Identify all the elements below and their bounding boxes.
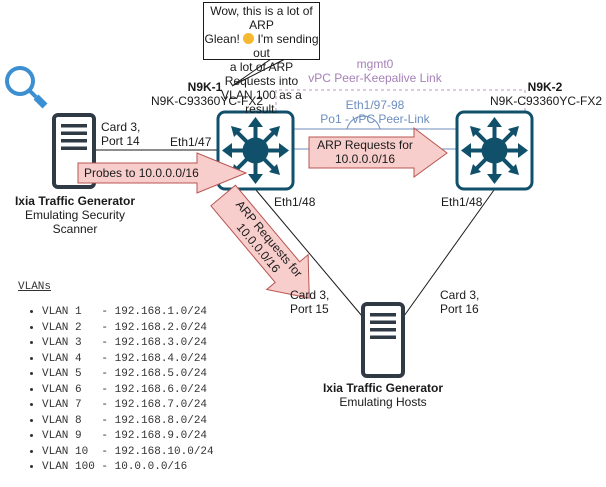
scanner-sub2: Scanner [52,222,98,236]
callout-bubble: Wow, this is a lot of ARP Glean! I'm sen… [203,2,320,116]
hosts-port15-line2: Port 15 [290,302,329,316]
peer-link-label-line2: Po1 - vPC Peer-Link [320,112,430,126]
hosts-sub: Emulating Hosts [339,395,427,409]
callout-line3: a lot of ARP Requests into [224,60,299,88]
switch-n9k2-icon[interactable] [455,110,534,191]
arp-peer-arrow [308,126,448,178]
vlan-item: VLAN 3 - 192.168.3.0/24 [42,336,214,352]
vlan-item: VLAN 6 - 192.168.6.0/24 [42,383,214,399]
link-n9k1-hosts [255,189,363,317]
peer-link-label-line1: Eth1/97-98 [345,98,405,112]
vlan-list-title: VLANs [18,281,52,293]
probes-arrow [77,152,248,194]
callout-line2-post: I'm sending out [253,32,319,60]
callout-line1: Wow, this is a lot of ARP [210,4,313,32]
keepalive-label-line1: mgmt0 [356,57,394,71]
vlan-item: VLAN 8 - 192.168.8.0/24 [42,414,214,430]
n9k2-name: N9K-2 [527,80,563,94]
callout-tail [231,58,286,87]
n9k1-name: N9K-1 [187,80,223,94]
n9k2-downlink-port: Eth1/48 [441,195,483,209]
scanner-sub1: Emulating Security [24,208,126,222]
vlan-item: VLAN 9 - 192.168.9.0/24 [42,429,214,445]
vlan-item: VLAN 7 - 192.168.7.0/24 [42,398,214,414]
vlan-list: VLANs VLAN 1 - 192.168.1.0/24 VLAN 2 - 1… [18,281,214,476]
vlan-item: VLAN 4 - 192.168.4.0/24 [42,352,214,368]
probes-arrow-label: Probes to 10.0.0.0/16 [84,166,199,180]
keepalive-label-line2: vPC Peer-Keepalive Link [308,71,442,85]
n9k2-model: N9K-C93360YC-FX2 [489,94,603,108]
hosts-title: Ixia Traffic Generator [322,381,444,395]
link-n9k2-hosts [403,189,495,317]
magnifier-icon [5,66,48,109]
vlan-item: VLAN 2 - 192.168.2.0/24 [42,321,214,337]
arp-peer-label-line1: ARP Requests for [317,138,413,152]
n9k1-model: N9K-C93360YC-FX2 [150,94,264,108]
hosts-port15-line1: Card 3, [290,288,330,302]
vlan-item: VLAN 100 - 10.0.0.0/16 [42,460,214,476]
n9k1-uplink-port: Eth1/47 [170,135,212,149]
arp-down-arrow [210,184,310,299]
callout-line2: Glean! I'm sending out [204,32,319,60]
hosts-port16-line2: Port 16 [440,302,479,316]
arp-peer-label-line2: 10.0.0.0/16 [334,152,396,166]
scanner-port-line1: Card 3, [101,120,141,134]
hosts-port16-line1: Card 3, [440,288,480,302]
n9k1-downlink-port: Eth1/48 [274,195,316,209]
scanner-title: Ixia Traffic Generator [14,194,136,208]
vlan-item: VLAN 5 - 192.168.5.0/24 [42,367,214,383]
callout-line4: VLAN 100 as a result. [221,88,302,116]
keepalive-link [275,89,526,111]
callout-line2-pre: Glean! [204,32,244,46]
vlan-item: VLAN 1 - 192.168.1.0/24 [42,305,214,321]
scanner-port-line2: Port 14 [101,134,140,148]
worried-face-icon [243,33,255,44]
vlan-item: VLAN 10 - 192.168.10.0/24 [42,445,214,461]
server-hosts-icon[interactable] [361,302,405,378]
